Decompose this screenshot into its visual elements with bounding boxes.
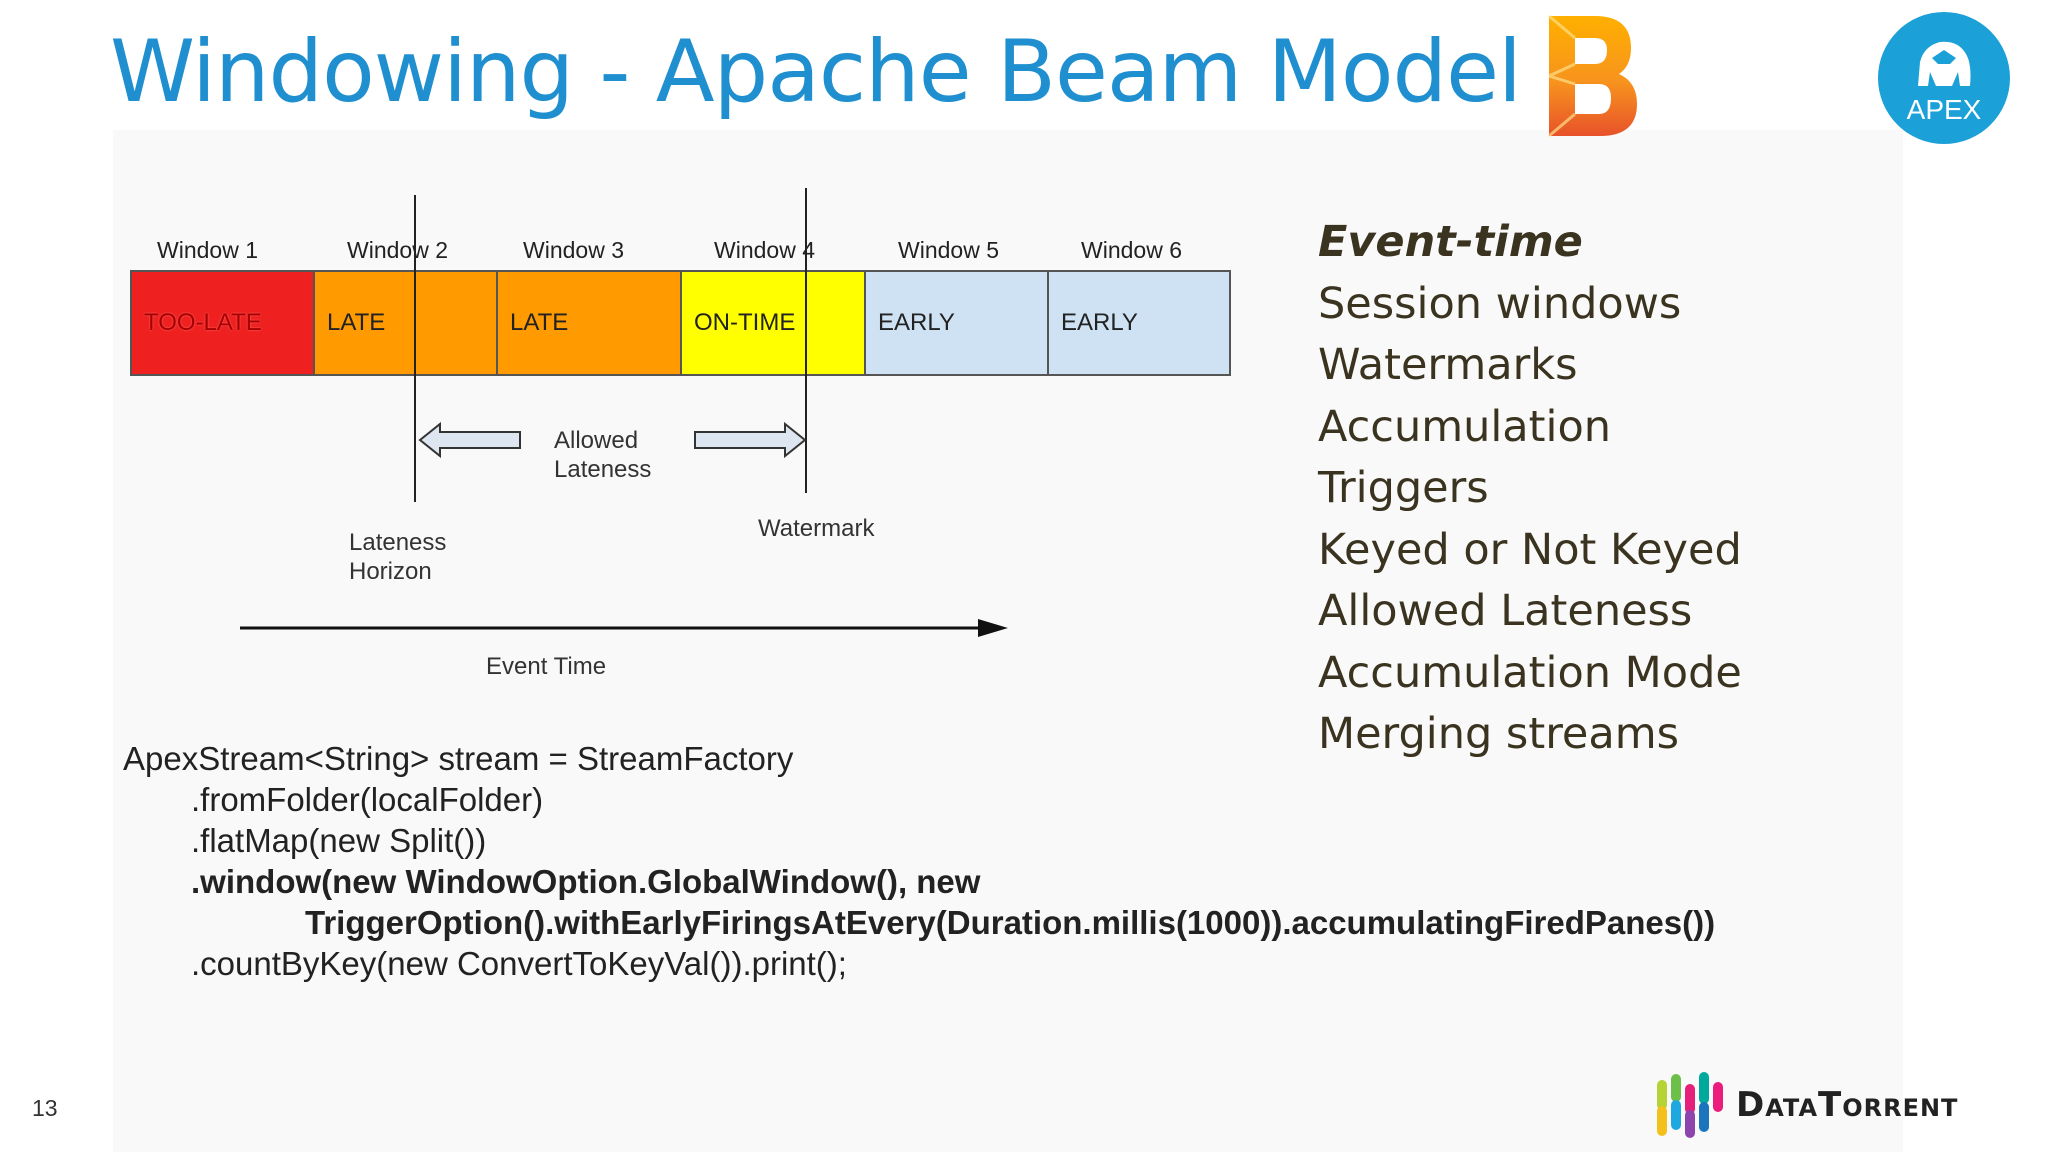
- page-number: 13: [32, 1095, 58, 1121]
- feature-item: Keyed or Not Keyed: [1318, 524, 1742, 575]
- window-6-label: Window 6: [1081, 237, 1182, 263]
- window-1-status: TOO-LATE: [144, 309, 262, 336]
- feature-item: Event-time: [1318, 217, 1583, 267]
- lateness-horizon-line: [414, 195, 416, 502]
- window-1-label: Window 1: [157, 237, 258, 263]
- window-4-label: Window 4: [714, 237, 815, 263]
- right-arrow: [694, 421, 807, 459]
- window-6-box: EARLY: [1047, 270, 1231, 376]
- feature-item: Allowed Lateness: [1318, 586, 1693, 636]
- slide-title: Windowing - Apache Beam Model: [110, 22, 1522, 122]
- code-snippet: ApexStream<String> stream = StreamFactor…: [123, 738, 1715, 984]
- watermark-label: Watermark: [758, 515, 875, 542]
- window-2-status: LATE: [327, 309, 386, 336]
- window-2-box: LATE: [313, 270, 498, 376]
- diagram-arrows: [240, 421, 1008, 637]
- datatorrent-mark-icon: [1657, 1072, 1723, 1138]
- window-4-status: ON-TIME: [694, 309, 796, 336]
- feature-item: Merging streams: [1318, 709, 1680, 759]
- code-line: .fromFolder(localFolder): [191, 781, 544, 818]
- window-6-status: EARLY: [1061, 309, 1138, 336]
- lateness-horizon-label: Lateness Horizon: [349, 529, 447, 585]
- feature-item: Triggers: [1318, 463, 1489, 513]
- apex-logo-text: APEX: [1907, 94, 1982, 125]
- windowing-diagram: Window 1 Window 2 Window 3 Window 4 Wind…: [0, 0, 1240, 720]
- datatorrent-logo: DataTorrent: [1655, 1070, 2025, 1142]
- feature-item: Watermarks: [1318, 340, 1578, 390]
- apache-beam-logo: [1548, 14, 1637, 138]
- datatorrent-wordmark: DataTorrent: [1736, 1085, 1959, 1125]
- code-line: ApexStream<String> stream = StreamFactor…: [123, 740, 794, 777]
- feature-list: Event-time Session windows Watermarks Ac…: [1318, 212, 1742, 766]
- window-4-box: ON-TIME: [680, 270, 866, 376]
- window-2-label: Window 2: [347, 237, 448, 263]
- code-line: TriggerOption().withEarlyFiringsAtEvery(…: [305, 904, 1716, 941]
- window-5-status: EARLY: [878, 309, 955, 336]
- code-line: .countByKey(new ConvertToKeyVal()).print…: [191, 945, 847, 982]
- allowed-lateness-label: Allowed Lateness: [554, 427, 652, 483]
- feature-item: Accumulation: [1318, 401, 1612, 452]
- left-arrow: [418, 421, 521, 459]
- event-time-arrowhead: [978, 619, 1008, 637]
- window-1-box: TOO-LATE: [130, 270, 315, 376]
- window-3-box: LATE: [496, 270, 682, 376]
- code-line: .flatMap(new Split()): [191, 822, 487, 859]
- window-3-label: Window 3: [523, 237, 624, 263]
- window-5-label: Window 5: [898, 237, 999, 263]
- window-3-status: LATE: [510, 309, 569, 336]
- feature-item: Session windows: [1318, 278, 1682, 329]
- code-line: .window(new WindowOption.GlobalWindow(),…: [191, 863, 981, 900]
- event-time-label: Event Time: [486, 653, 607, 680]
- watermark-line: [805, 188, 807, 493]
- apex-logo: APEX: [1878, 12, 2010, 144]
- window-5-box: EARLY: [864, 270, 1049, 376]
- feature-item: Accumulation Mode: [1318, 647, 1742, 698]
